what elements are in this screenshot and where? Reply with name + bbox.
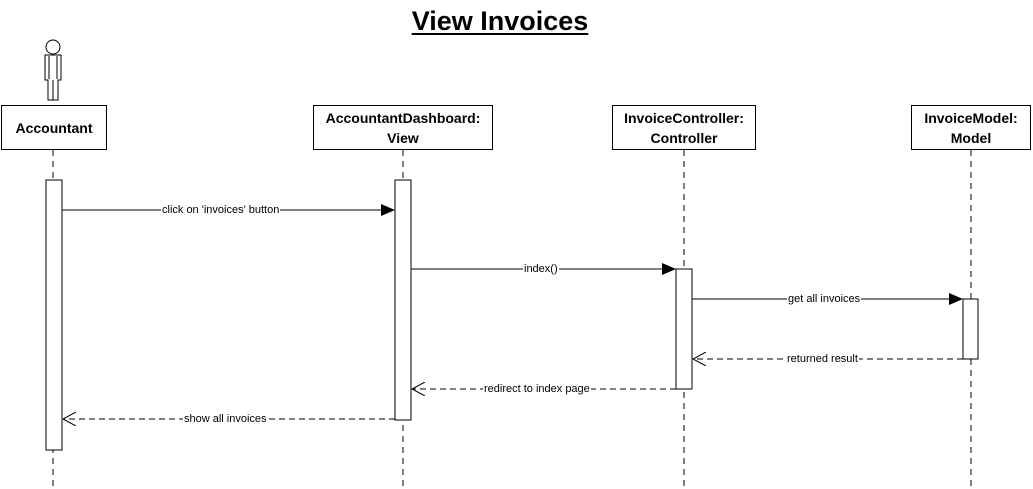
participant-accountant: Accountant <box>1 105 107 150</box>
activation-accountant <box>45 179 63 451</box>
participant-controller-name: InvoiceController: <box>624 109 744 126</box>
message-label-returned-result: returned result <box>786 353 859 365</box>
participant-controller-type: Controller <box>650 129 718 146</box>
participant-accountant-name: Accountant <box>15 119 93 136</box>
message-label-index: index() <box>523 263 559 275</box>
activation-controller <box>675 268 693 390</box>
activation-dashboard <box>394 179 412 421</box>
participant-accountant-dashboard: AccountantDashboard: View <box>313 105 493 150</box>
participant-invoice-model: InvoiceModel: Model <box>911 105 1031 150</box>
message-label-get-all-invoices: get all invoices <box>787 293 862 305</box>
message-label-show-all-invoices: show all invoices <box>183 413 268 425</box>
message-label-redirect: redirect to index page <box>483 383 591 395</box>
participant-model-type: Model <box>950 129 992 146</box>
participant-dashboard-name: AccountantDashboard: <box>325 109 481 126</box>
actor-icon <box>44 39 62 101</box>
activation-model <box>962 298 979 360</box>
participant-invoice-controller: InvoiceController: Controller <box>612 105 756 150</box>
participant-dashboard-type: View <box>387 129 419 146</box>
participant-model-name: InvoiceModel: <box>924 109 1018 126</box>
message-label-click-invoices: click on 'invoices' button <box>161 204 281 216</box>
diagram-title: View Invoices <box>411 6 589 36</box>
